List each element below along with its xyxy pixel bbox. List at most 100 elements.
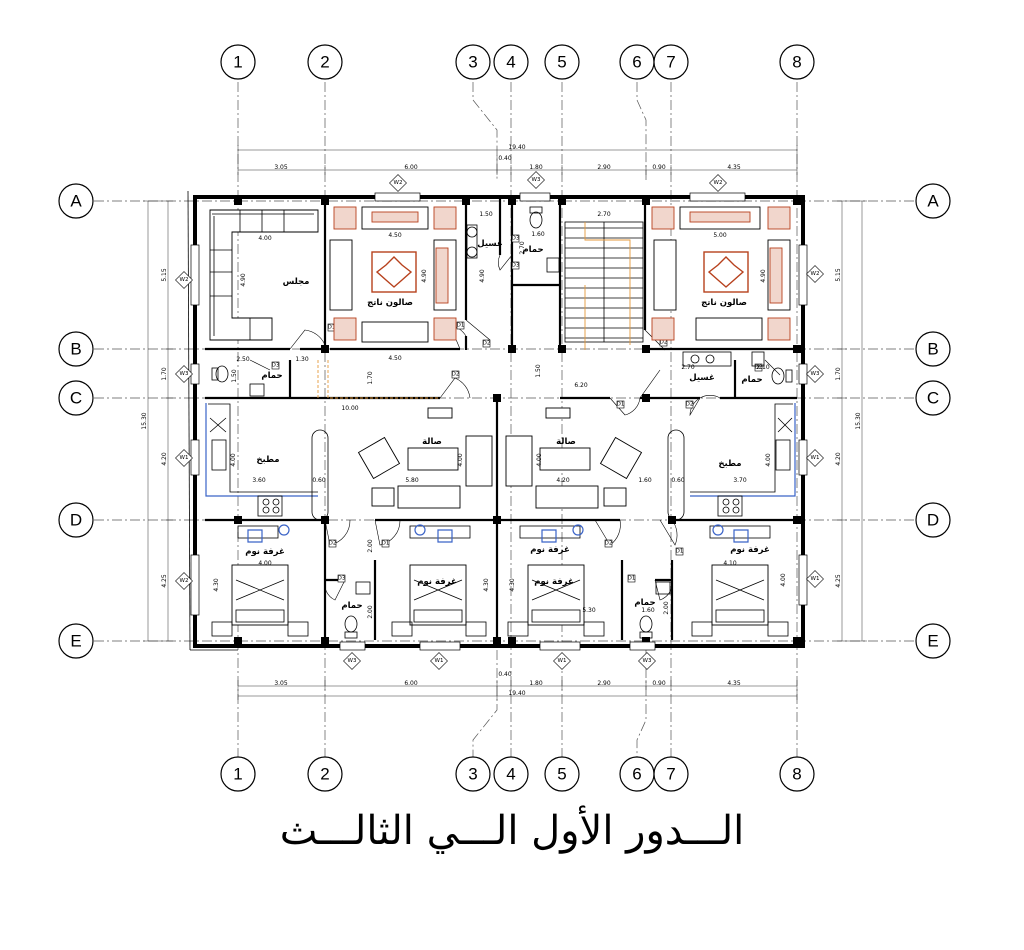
dim-salon-l-h: 4.90 [421, 269, 428, 283]
dim-bath-h: 1.50 [231, 369, 238, 383]
svg-text:D2: D2 [483, 341, 491, 347]
interior-walls [205, 197, 797, 646]
dim-kitchen-l-w: 3.60 [252, 477, 266, 484]
svg-text:C: C [927, 389, 939, 408]
dim-salon-l-h2: 4.90 [479, 269, 486, 283]
room-bedroom-3b: غرفة نوم [530, 545, 570, 555]
svg-text:W1: W1 [811, 455, 820, 461]
dim-top-seg: 0.90 [652, 164, 666, 171]
window-tag: W1 [806, 570, 824, 588]
grid-bubbles-rows: A B C D E A B C D E [58, 183, 951, 659]
dim-right-seg: 1.70 [835, 367, 842, 381]
dim-bottom-seg: 2.90 [597, 680, 611, 687]
svg-text:D3: D3 [512, 236, 520, 242]
dim-bottom-small: 0.40 [498, 671, 512, 678]
dim-bottom-seg: 3.05 [274, 680, 288, 687]
room-laundry-core: غسيل [477, 239, 503, 249]
grid-bubbles-bottom: 1 2 3 4 5 6 7 8 [220, 756, 815, 792]
svg-text:4: 4 [506, 765, 515, 784]
window-tag: W1 [175, 449, 193, 467]
svg-text:D2: D2 [686, 402, 694, 408]
svg-text:W1: W1 [180, 455, 189, 461]
svg-text:C: C [70, 389, 82, 408]
dim-living-r-w: 4.20 [556, 477, 570, 484]
dim-bath-b1v: 2.00 [367, 605, 374, 619]
dim-left-seg: 5.15 [161, 268, 168, 282]
dim-bed1-w: 4.00 [258, 560, 272, 567]
dim-kitchen-r-h: 4.00 [765, 453, 772, 467]
grid-bubble-E-left: E [58, 623, 94, 659]
svg-text:D1: D1 [617, 402, 625, 408]
grid-bubble-3-bottom: 3 [455, 756, 491, 792]
door-tag: D1 [617, 400, 625, 409]
staircase [564, 221, 644, 350]
grid-bubble-A-left: A [58, 183, 94, 219]
grid-bubble-6-top: 6 [619, 44, 655, 80]
svg-text:D1: D1 [676, 549, 684, 555]
dimensions-left: 15.30 5.15 1.70 4.20 4.25 [141, 200, 173, 642]
svg-text:5: 5 [557, 765, 566, 784]
svg-text:D2: D2 [605, 541, 613, 547]
svg-text:W3: W3 [348, 658, 357, 664]
window-tag: W3 [806, 365, 824, 383]
dim-bed4-w: 4.10 [723, 560, 737, 567]
grid-bubble-4-bottom: 4 [493, 756, 529, 792]
window-tag: W2 [709, 174, 727, 192]
grid-bubble-8-top: 8 [779, 44, 815, 80]
svg-text:W2: W2 [180, 277, 189, 283]
room-bath-bed-right: حمام [634, 598, 655, 608]
dim-right-bath-w: 2.70 [681, 364, 695, 371]
dim-right-seg: 5.15 [835, 268, 842, 282]
grid-bubble-C-right: C [915, 380, 951, 416]
bath-laundry-left [211, 365, 265, 397]
salon-right-furniture [651, 206, 791, 341]
dimensions-bottom: 3.05 6.00 1.80 2.90 0.90 4.35 0.40 19.40 [237, 671, 798, 700]
door-tag: D2 [605, 539, 613, 548]
door-tags: D1 D1 D2 D3 D3 D2 D1 D2 D2 D1 D2 D1 D3 D… [272, 234, 763, 583]
window-tag: W3 [638, 652, 656, 670]
dim-left-seg: 4.25 [161, 574, 168, 588]
svg-text:D2: D2 [660, 340, 668, 346]
svg-text:W2: W2 [811, 271, 820, 277]
svg-text:B: B [70, 340, 81, 359]
svg-text:D2: D2 [755, 365, 763, 371]
dim-hall-h: 1.50 [535, 364, 542, 378]
room-bath-bed-left: حمام [341, 601, 362, 611]
dim-hall-l: 10.00 [341, 405, 358, 412]
room-majlis: مجلس [283, 277, 310, 287]
dim-majlis-w: 4.00 [258, 235, 272, 242]
page-title: الـــدور الأول الـــي الثالـــث [279, 808, 745, 854]
door-tag: D3 [272, 361, 280, 370]
svg-text:W2: W2 [394, 180, 403, 186]
door-tag: D3 [512, 261, 520, 270]
svg-text:W2: W2 [180, 578, 189, 584]
svg-text:A: A [70, 192, 82, 211]
lintels [317, 360, 440, 399]
door-tag: D1 [676, 547, 684, 556]
dim-stair-w: 2.70 [597, 211, 611, 218]
door-tag: D1 [457, 321, 464, 330]
svg-text:D1: D1 [628, 576, 636, 582]
svg-text:E: E [927, 632, 938, 651]
svg-text:W3: W3 [180, 371, 189, 377]
dim-bath-b2: 1.60 [641, 607, 655, 614]
svg-text:5: 5 [557, 53, 566, 72]
grid-bubble-2-top: 2 [307, 44, 343, 80]
dim-bottom-seg: 1.80 [529, 680, 543, 687]
dim-salon-l-w: 4.50 [388, 232, 402, 239]
window-tag: W2 [175, 271, 193, 289]
dim-hall-r: 6.20 [574, 382, 588, 389]
svg-text:3: 3 [468, 53, 477, 72]
svg-text:D2: D2 [329, 541, 337, 547]
window-tag: W2 [389, 174, 407, 192]
dim-top-seg: 3.05 [274, 164, 288, 171]
grid-bubble-5-top: 5 [544, 44, 580, 80]
grid-bubble-E-right: E [915, 623, 951, 659]
dim-bottom-seg: 6.00 [404, 680, 418, 687]
dim-bed4-h: 4.00 [780, 573, 787, 587]
svg-text:6: 6 [632, 53, 641, 72]
svg-text:2: 2 [320, 53, 329, 72]
kitchen-right [667, 403, 796, 521]
bedroom-4-furniture [691, 524, 789, 637]
majlis-seating [209, 209, 319, 341]
